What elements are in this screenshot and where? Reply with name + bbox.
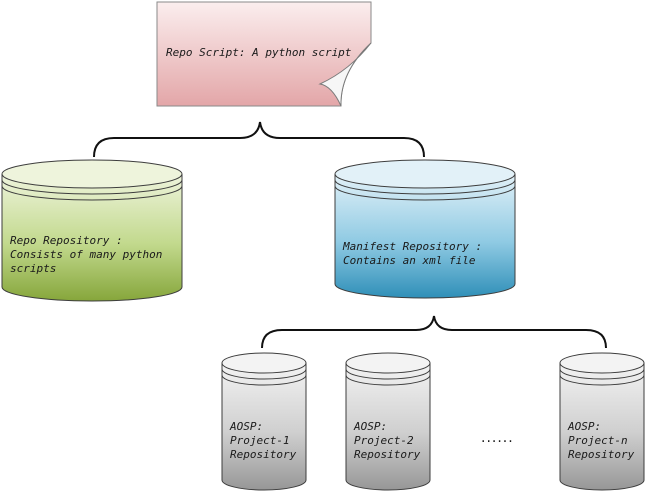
manifest-repository-cylinder: Manifest Repository : Contains an xml fi… — [334, 159, 516, 299]
repo-script-note: Repo Script: A python script — [156, 1, 372, 107]
top-brace — [93, 121, 425, 158]
project-1-label-1: AOSP: — [229, 420, 263, 433]
project-2-label-3: Repository — [354, 448, 421, 461]
repo-script-label: Repo Script: A python script — [166, 46, 352, 59]
project-1-cylinder: AOSP: Project-1 Repository — [221, 352, 307, 491]
page-curl — [318, 42, 372, 107]
repo-repository-desc-1: Consists of many python — [10, 248, 162, 261]
project-1-label-3: Repository — [230, 448, 297, 461]
project-n-label-1: AOSP: — [567, 420, 601, 433]
project-n-label-2: Project-n — [568, 434, 628, 447]
project-1-label-2: Project-1 — [230, 434, 290, 447]
project-2-cylinder: AOSP: Project-2 Repository — [345, 352, 431, 491]
manifest-repository-desc: Contains an xml file — [343, 254, 476, 267]
repo-repository-desc-2: scripts — [10, 262, 56, 275]
project-2-label-2: Project-2 — [354, 434, 414, 447]
repo-repository-title: Repo Repository : — [10, 234, 123, 247]
project-n-cylinder: AOSP: Project-n Repository — [559, 352, 645, 491]
project-n-label-3: Repository — [568, 448, 635, 461]
project-2-label-1: AOSP: — [353, 420, 387, 433]
projects-brace — [261, 315, 607, 349]
ellipsis: ...... — [481, 430, 514, 446]
manifest-repository-title: Manifest Repository : — [342, 240, 482, 253]
repo-repository-cylinder: Repo Repository : Consists of many pytho… — [1, 159, 183, 302]
